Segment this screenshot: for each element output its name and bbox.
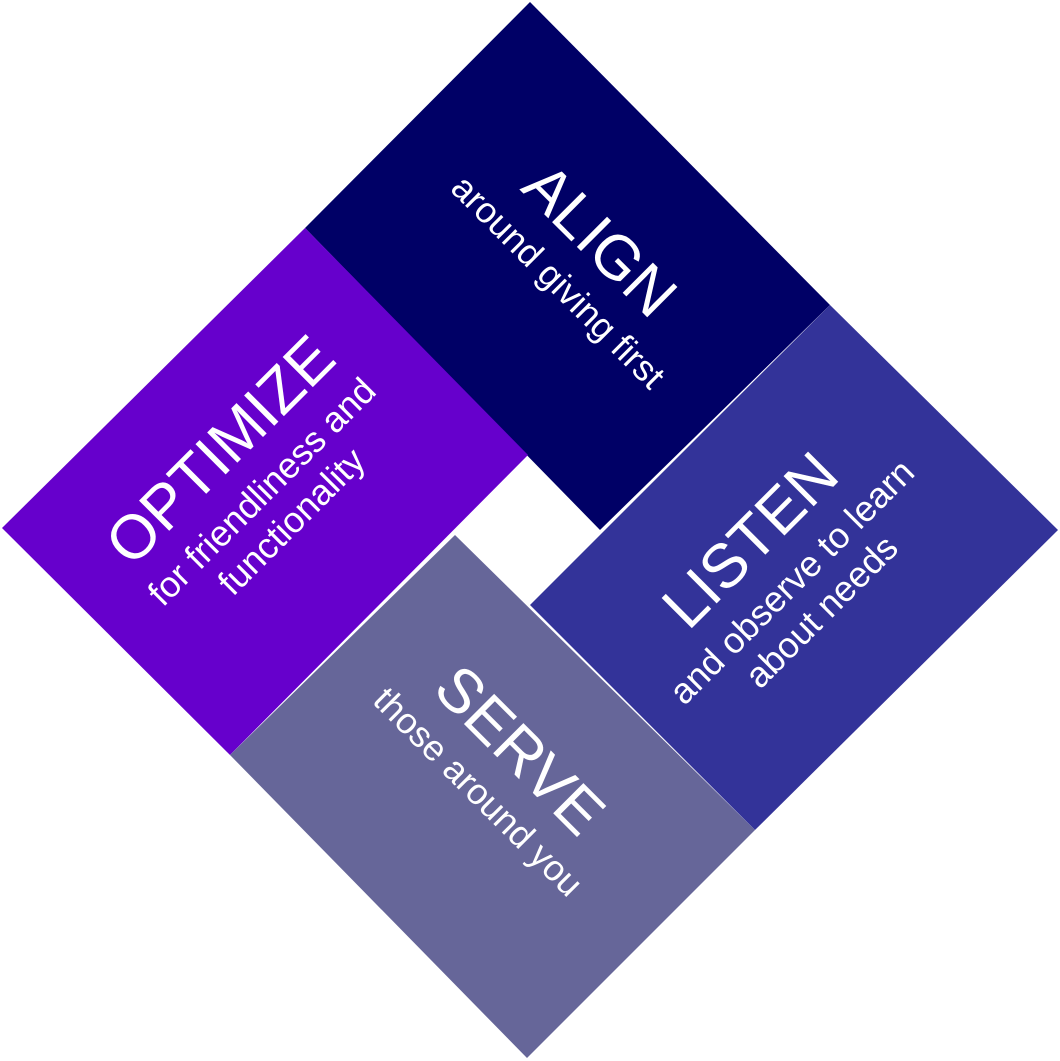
serve-block bbox=[230, 535, 755, 1058]
align-block bbox=[305, 2, 830, 530]
optimize-block bbox=[2, 228, 528, 755]
listen-block bbox=[530, 305, 1058, 830]
